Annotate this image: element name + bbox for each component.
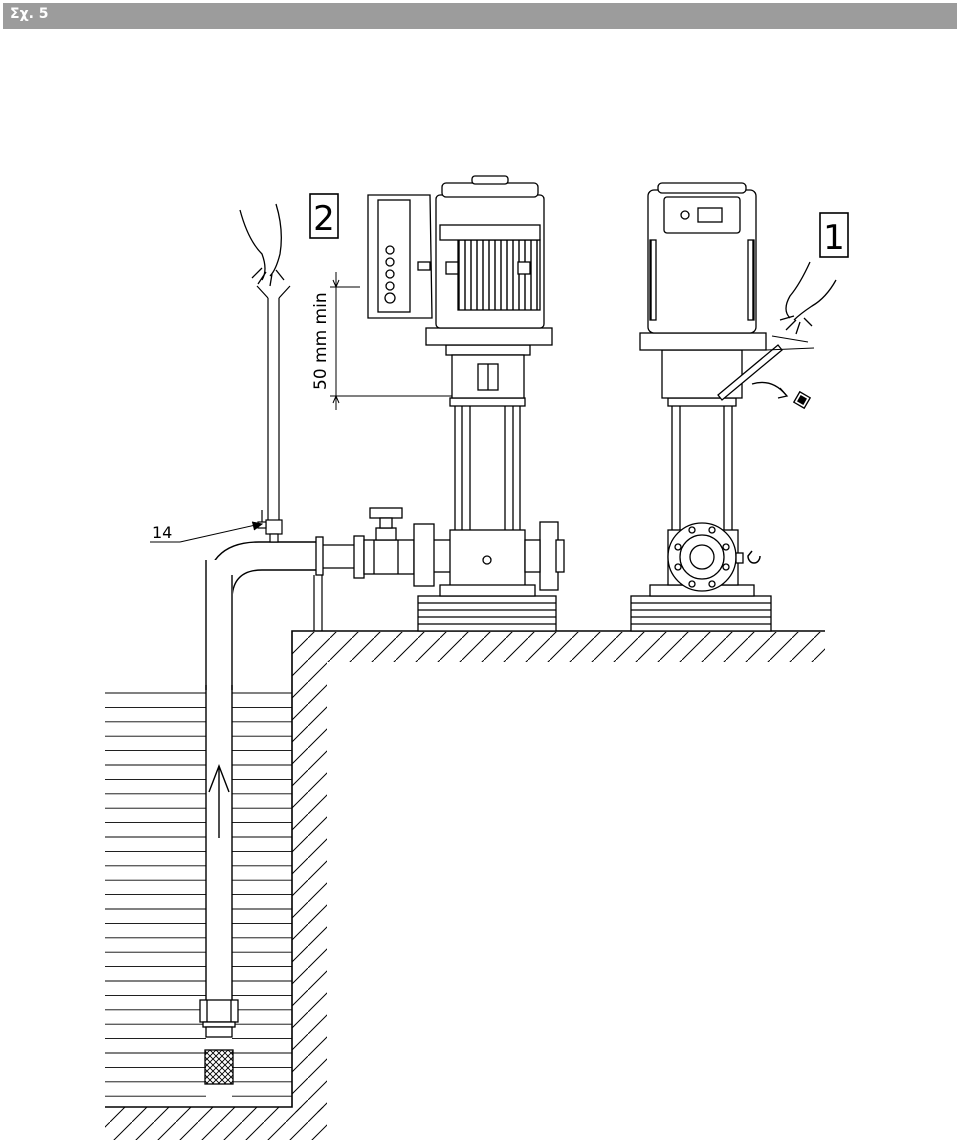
figure-title: Σχ. 5 — [10, 6, 49, 22]
flow-arrow-icon — [208, 764, 230, 838]
step-2-box — [309, 193, 339, 239]
figure-header-bar: Σχ. 5 — [3, 3, 957, 29]
step-2-label: 2 — [313, 199, 335, 239]
callout-14 — [150, 521, 264, 543]
water-reservoir — [105, 692, 292, 1097]
dimension-line — [330, 272, 452, 410]
step-1-box — [819, 212, 849, 258]
rotation-arrow-icon — [747, 550, 761, 564]
vent-plug — [717, 344, 789, 401]
support-leg — [313, 575, 323, 631]
step-1-label: 1 — [823, 218, 845, 258]
strainer — [204, 1049, 234, 1085]
plug-icon — [792, 390, 812, 410]
filling-pipe — [256, 285, 291, 543]
pump-front-view — [630, 182, 772, 632]
connection-pipe — [315, 507, 450, 587]
pump-side-view — [367, 175, 565, 632]
foot-valve — [199, 999, 239, 1038]
hand-icon — [765, 261, 837, 351]
hand-icon — [239, 203, 285, 287]
ground — [105, 630, 825, 1140]
dimension-label: 50 mm min — [311, 292, 331, 390]
callout-label: 14 — [152, 523, 172, 542]
